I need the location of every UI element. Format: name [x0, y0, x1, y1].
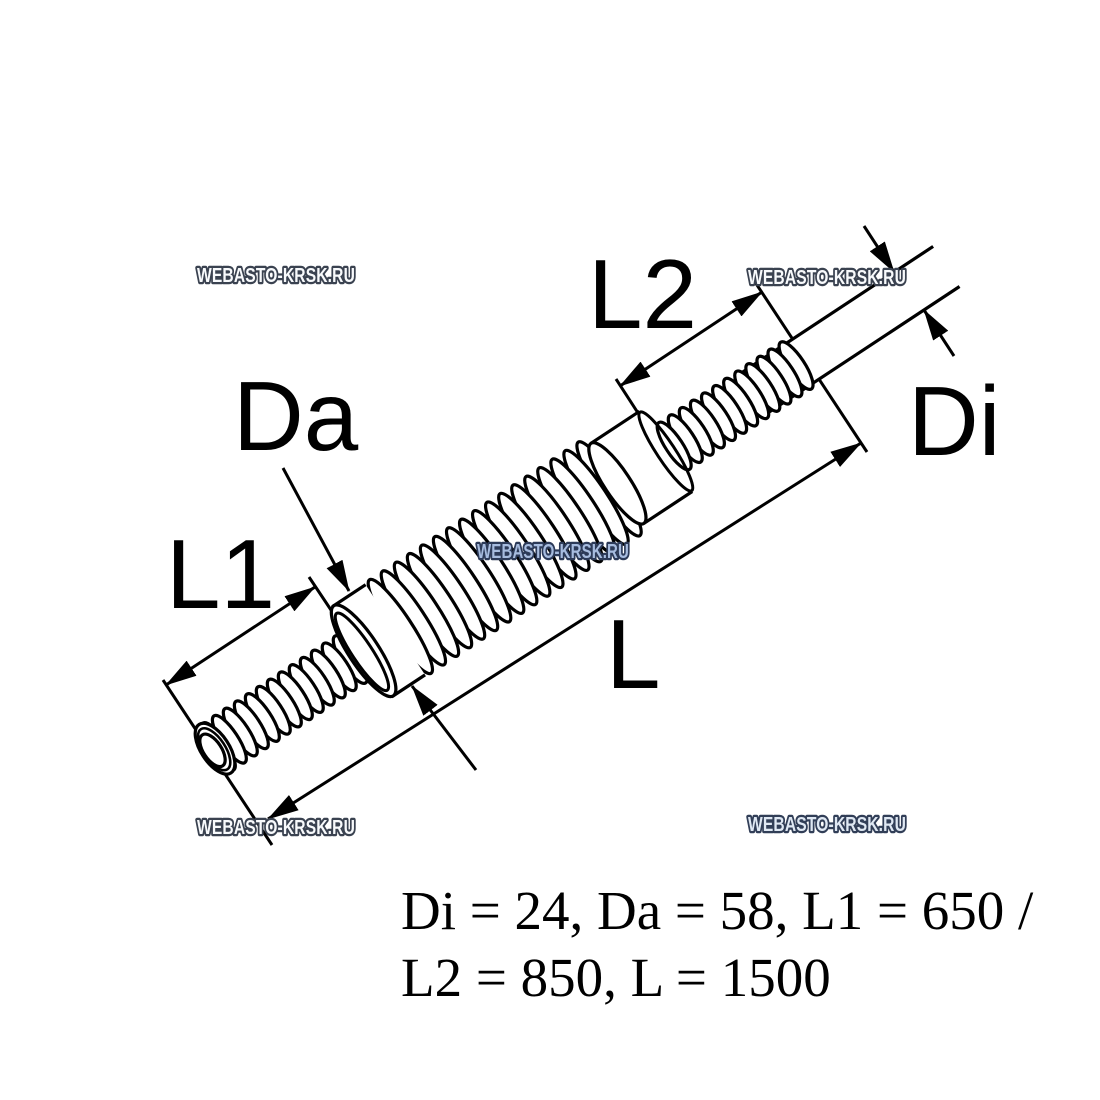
label-l1: L1: [166, 519, 275, 629]
leader-arrows: [281, 225, 956, 771]
di-leader-arrow-top: [862, 225, 896, 273]
watermark-bottom-left: WEBASTO-KRSK.RU: [197, 817, 355, 839]
corrugated-hose: [193, 245, 961, 776]
da-leader-arrow-top: [281, 467, 351, 592]
di-leader-arrow-bottom: [922, 309, 956, 357]
label-l: L: [606, 599, 661, 709]
label-l2: L2: [588, 239, 697, 349]
dimension-lines: [165, 290, 862, 821]
watermark-top-right: WEBASTO-KRSK.RU: [748, 267, 906, 289]
l-dimension-line: [267, 441, 862, 821]
label-da: Da: [233, 361, 359, 471]
label-di: Di: [908, 366, 1001, 476]
spec-line-1: Di = 24, Da = 58, L1 = 650 /: [401, 880, 1034, 941]
l2-dimension-line: [619, 290, 763, 388]
watermark-top-left: WEBASTO-KRSK.RU: [197, 265, 355, 287]
hose-open-tip: [193, 721, 237, 776]
da-leader-arrow-bottom: [410, 685, 478, 771]
spec-line-2: L2 = 850, L = 1500: [401, 947, 831, 1008]
watermark-bottom-right: WEBASTO-KRSK.RU: [748, 814, 906, 836]
watermark-center: WEBASTO-KRSK.RU: [477, 541, 629, 563]
